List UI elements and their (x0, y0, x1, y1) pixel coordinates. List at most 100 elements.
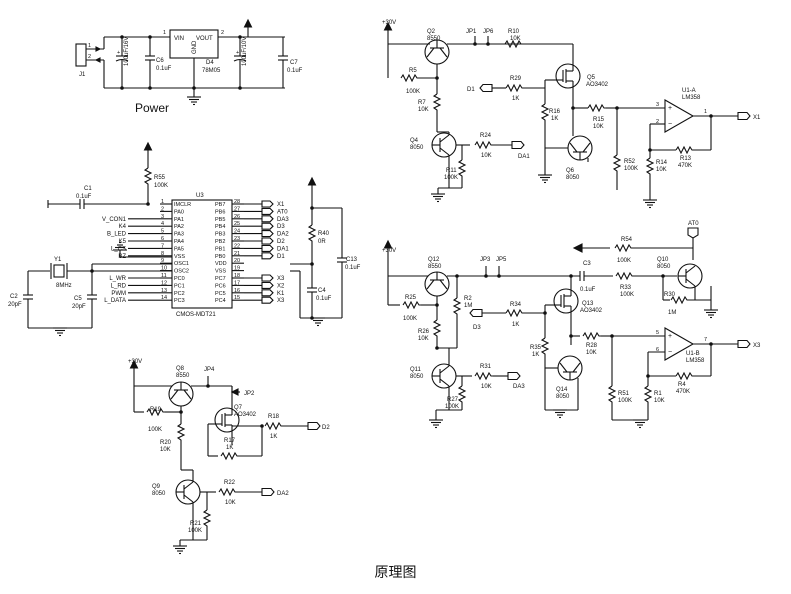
reg-pin-in: 1 (163, 30, 166, 36)
r24-label: R24 (480, 133, 492, 139)
mcu-ic-body (171, 199, 233, 309)
r29-value: 1K (512, 96, 519, 102)
mcu-net-tag-right (261, 207, 274, 215)
q9-value: 8050 (152, 491, 166, 497)
y1-value: 8MHz (56, 283, 72, 289)
r33-label: R33 (620, 285, 632, 291)
reg-value: 78M05 (202, 68, 221, 74)
mcu-pin-num-left: 4 (161, 221, 164, 227)
reg-vin: VIN (174, 36, 184, 42)
r19-value: 100K (148, 427, 162, 433)
mcu-net-left: B_LED (107, 232, 127, 238)
r31-value: 10K (481, 384, 492, 390)
mcu-net-right: DA3 (277, 217, 289, 223)
r30-value: 1M (668, 310, 676, 316)
r17-value: 1K (226, 445, 233, 451)
mcu-pin-num-left: 8 (161, 251, 164, 257)
u1b-label: U1-B (686, 351, 700, 357)
r35-value: 1K (532, 352, 539, 358)
mcu-pin-num-left: 7 (161, 243, 164, 249)
r55-value: 100K (154, 183, 168, 189)
da1-tag: DA1 (518, 154, 530, 160)
c6-value: 0.1uF (156, 66, 172, 72)
mcu-net-tag-right (261, 244, 274, 252)
mcu-pin-name-right: PB3 (215, 232, 225, 238)
mcu-pin-name-left: PA5 (174, 246, 184, 252)
mcu-net-right: D1 (277, 254, 285, 260)
q13-label: Q13 (582, 301, 594, 307)
mcu-net-right: DA1 (277, 246, 289, 252)
driver3-block: +30V Q8 8550 JP4 JP2 R19 100K Q7 AO3402 … (128, 359, 330, 555)
c6-label: C6 (156, 58, 164, 64)
r52-value: 100K (624, 166, 638, 172)
mcu-pin-name-left: PA4 (174, 239, 184, 245)
mcu-ic-ref: U3 (196, 193, 204, 199)
r13-label: R13 (680, 156, 692, 162)
mcu-pin-name-left: PA2 (174, 224, 184, 230)
mcu-pin-num-right: 19 (234, 266, 240, 272)
mcu-pin-name-left: PC2 (174, 291, 185, 297)
mcu-pin-name-left: PC0 (174, 276, 185, 282)
mcu-pin-num-right: 18 (234, 273, 240, 279)
mcu-pin-name-left: OSC2 (174, 269, 189, 275)
q10-value: 8050 (657, 264, 671, 270)
c13-label: C13 (346, 257, 358, 263)
q14-value: 8050 (556, 394, 570, 400)
mcu-net-tag-right (261, 274, 274, 282)
c1-label: C1 (84, 186, 92, 192)
r20-label: R20 (160, 440, 172, 446)
reg-vout: VOUT (196, 36, 213, 42)
r15-value: 10K (593, 124, 604, 130)
mcu-pin-name-right: PC4 (215, 298, 226, 304)
mcu-pin-name-right: PB5 (215, 217, 225, 223)
mcu-net-left: L_WR (109, 276, 126, 282)
r54-label: R54 (621, 237, 633, 243)
r4-value: 470K (676, 389, 690, 395)
da2-tag: DA2 (277, 491, 289, 497)
r35-label: R35 (530, 345, 542, 351)
c7-label: C7 (290, 60, 298, 66)
r28-value: 10K (586, 350, 597, 356)
j1-pin2: 2 (88, 54, 91, 60)
jp5: JP5 (496, 257, 507, 263)
r27-value: 100K (445, 404, 459, 410)
q5-label: Q5 (587, 75, 596, 81)
mcu-pin-name-left: IMCLR (174, 202, 191, 208)
mcu-net-left: K5 (119, 239, 127, 245)
mcu-pin-name-right: PB4 (215, 224, 225, 230)
q11-value: 8050 (410, 374, 424, 380)
svg-text:+: + (236, 50, 239, 56)
mcu-pin-num-left: 10 (161, 266, 167, 272)
mcu-net-left: L_DATA (104, 298, 126, 304)
c7-value: 0.1uF (287, 68, 303, 74)
power-title: Power (135, 101, 169, 115)
mcu-net-tag-right (261, 222, 274, 230)
mcu-pin-name-right: PC5 (215, 291, 226, 297)
q6-value: 8050 (566, 175, 580, 181)
j1-label: J1 (79, 72, 86, 78)
mcu-pin-num-left: 6 (161, 236, 164, 242)
jp3: JP3 (480, 257, 491, 263)
r28-label: R28 (586, 343, 598, 349)
x1-tag: X1 (753, 115, 761, 121)
r21-label: R21 (190, 521, 202, 527)
c5-value: 20pF (72, 304, 86, 310)
r51-label: R51 (618, 391, 630, 397)
r40-label: R40 (318, 231, 330, 237)
r14-label: R14 (656, 160, 668, 166)
mcu-pin-num-right: 26 (234, 214, 240, 220)
u1b-pin-plus: 5 (656, 330, 659, 336)
mcu-pin-num-right: 20 (234, 258, 240, 264)
r1-label: R1 (654, 391, 662, 397)
mcu-pin-name-left: PC1 (174, 283, 185, 289)
mcu-net-tag-right (261, 281, 274, 289)
d2-vcc: +30V (382, 248, 396, 254)
mcu-pin-name-left: VSS (174, 254, 185, 260)
u1a-pin-out: 1 (704, 109, 707, 115)
mcu-pin-name-left: PA3 (174, 232, 184, 238)
mcu-net-right: D3 (277, 224, 285, 230)
r5-label: R5 (409, 68, 417, 74)
